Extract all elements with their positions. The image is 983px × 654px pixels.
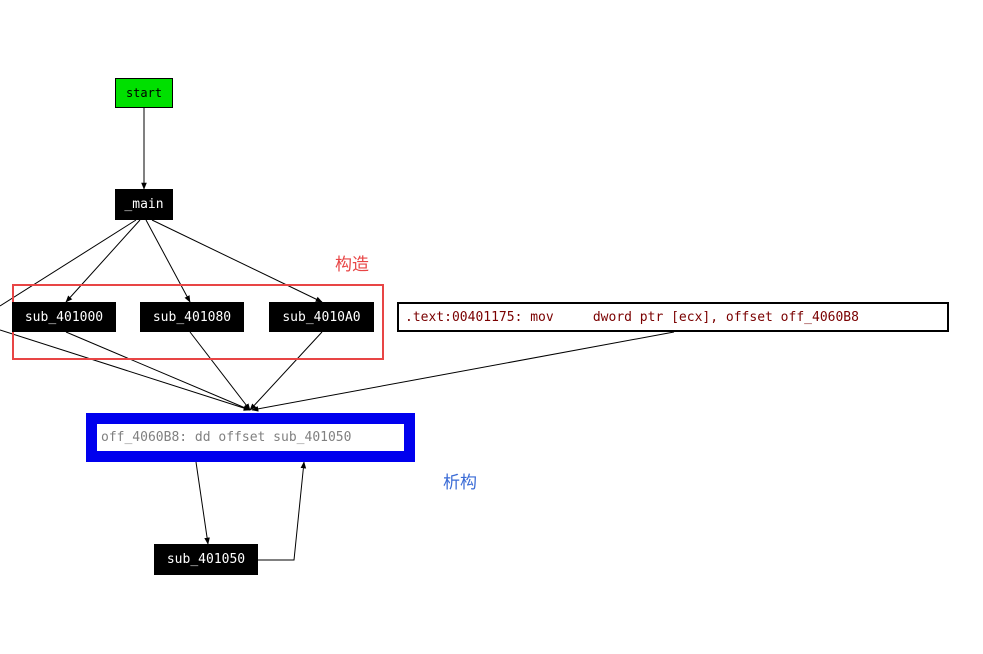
edge-sub-401000-to-vtable [65,331,251,411]
edge-main-to-sub-401080 [145,219,191,303]
node-sub-401050[interactable]: sub_401050 [154,544,258,575]
node-vtable-off-4060b8[interactable]: off_4060B8: dd offset sub_401050 [86,413,415,462]
edge-sub-401050-to-vtable [258,461,307,561]
destructor-annotation: 析构 [443,473,477,493]
node-start[interactable]: start [115,78,173,108]
node-sub-401080[interactable]: sub_401080 [140,302,244,332]
edge-main-offscreen-left [0,219,137,307]
constructor-annotation: 构造 [335,255,369,275]
edge-sub-4010a0-to-vtable [249,331,323,411]
edge-sub-401080-to-vtable [189,331,251,411]
edge-main-to-sub-401000 [65,219,141,303]
node-main[interactable]: _main [115,189,173,220]
edge-vtable-to-sub-401050 [195,461,210,545]
node-instruction: .text:00401175: mov dword ptr [ecx], off… [397,302,949,332]
node-sub-4010a0[interactable]: sub_4010A0 [269,302,374,332]
edge-instruction-to-vtable [251,331,675,412]
node-sub-401000[interactable]: sub_401000 [12,302,116,332]
edge-main-to-sub-4010a0 [151,219,323,303]
edge-offscreen-to-vtable [0,329,251,411]
